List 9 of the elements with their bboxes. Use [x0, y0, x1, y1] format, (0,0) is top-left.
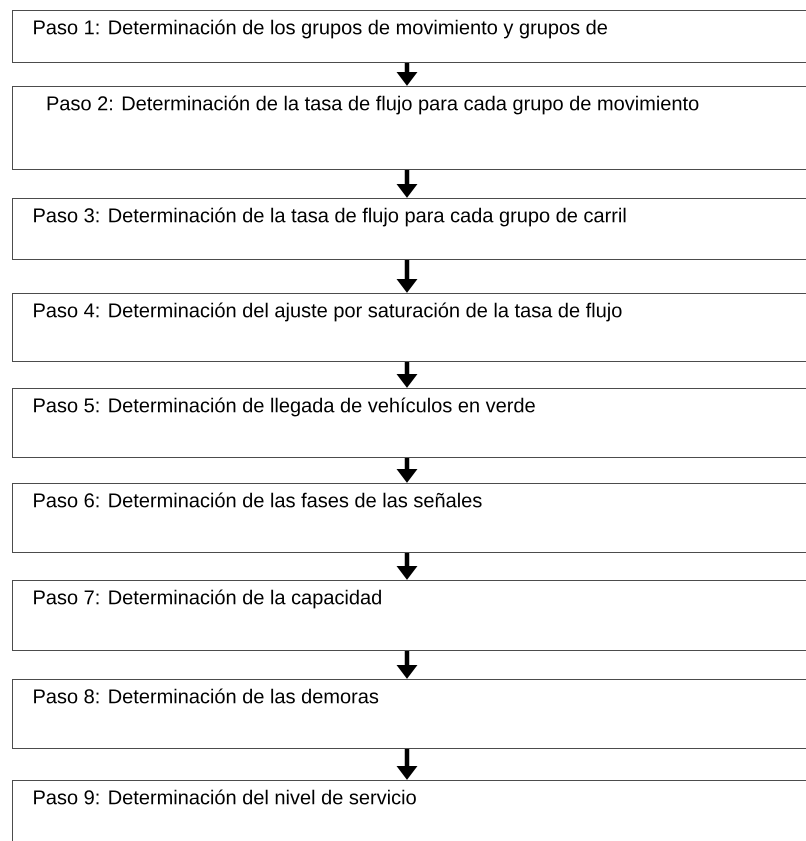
step-box: Paso 3: Determinación de la tasa de flujo para cada grupo de carril: [12, 198, 806, 260]
step-box: Paso 4: Determinación del ajuste por saturación de la tasa de flujo: [12, 293, 806, 362]
step-box: Paso 8: Determinación de las demoras: [12, 679, 806, 749]
step-box: Paso 2: Determinación de la tasa de flujo para cada grupo de movimiento: [12, 86, 806, 170]
step-box: Paso 6: Determinación de las fases de las señales: [12, 483, 806, 553]
step-box: Paso 1: Determinación de los grupos de movimiento y grupos de: [12, 10, 806, 63]
step-box: Paso 5: Determinación de llegada de vehículos en verde: [12, 388, 806, 458]
step-box: Paso 9: Determinación del nivel de servicio: [12, 780, 806, 841]
step-box: Paso 7: Determinación de la capacidad: [12, 580, 806, 651]
